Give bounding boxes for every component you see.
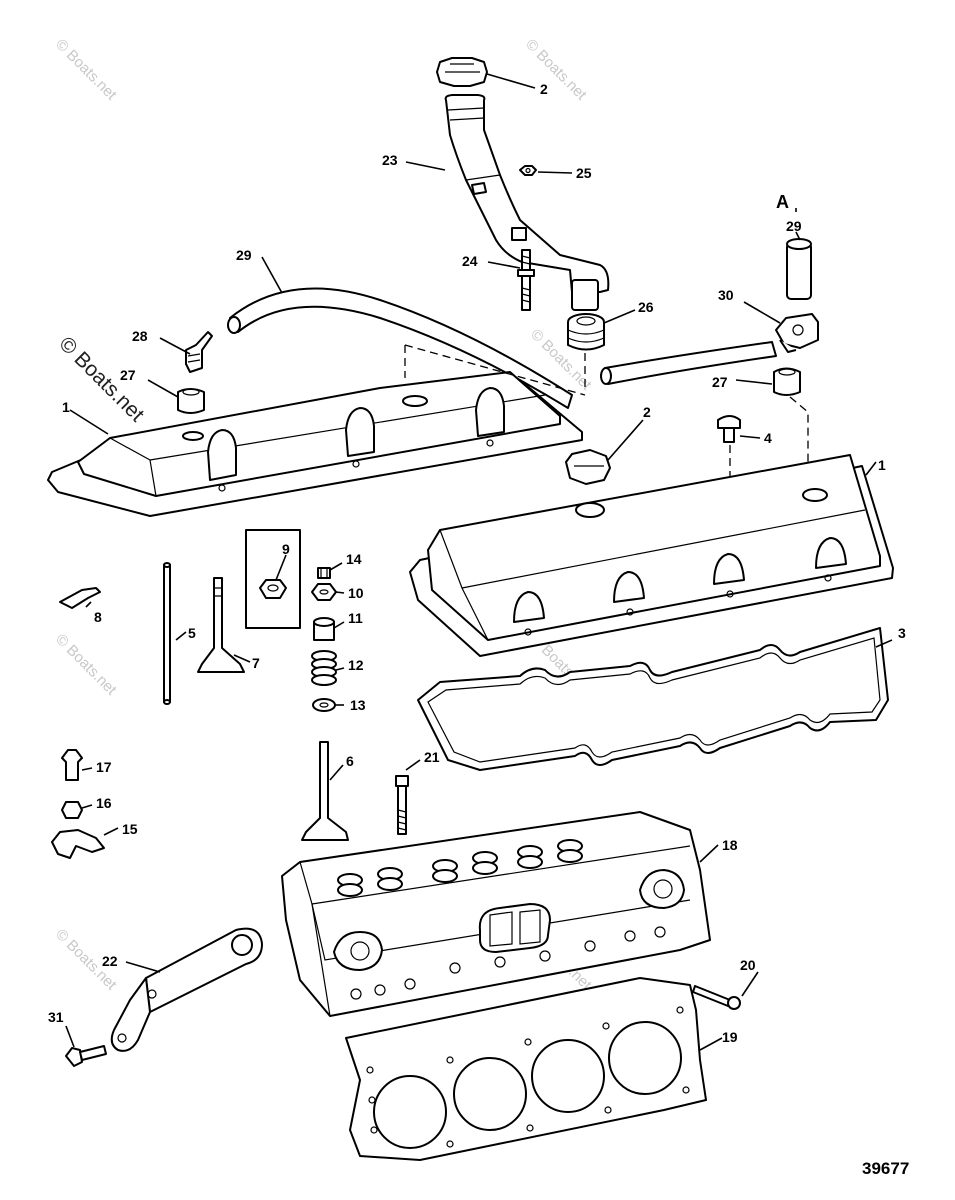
head-gasket xyxy=(345,977,707,1161)
figure-number: 39677 xyxy=(862,1159,909,1178)
valve-lock xyxy=(317,567,331,579)
callout-7: 7 xyxy=(252,655,260,671)
grommet-right xyxy=(773,367,801,396)
intake-valve xyxy=(197,577,245,673)
callout-30: 30 xyxy=(718,287,734,303)
callout-2: 2 xyxy=(643,404,651,420)
pcv-elbow xyxy=(185,331,213,373)
callout-29: 29 xyxy=(786,218,802,234)
rocker-nut-box xyxy=(245,529,301,629)
callout-22: 22 xyxy=(102,953,118,969)
cylinder-head xyxy=(281,811,711,1017)
callout-17: 17 xyxy=(96,759,112,775)
callout-14: 14 xyxy=(346,551,362,567)
cover-bolt xyxy=(717,415,741,443)
callout-15: 15 xyxy=(122,821,138,837)
callout-24: 24 xyxy=(462,253,478,269)
rocker-arm xyxy=(51,829,105,859)
rocker-stud xyxy=(61,749,83,781)
rocker-ball xyxy=(61,801,83,819)
callout-21: 21 xyxy=(424,749,440,765)
valve-seal xyxy=(313,617,335,641)
watermark: © Boats.net xyxy=(52,631,120,699)
callout-25: 25 xyxy=(576,165,592,181)
callout-13: 13 xyxy=(350,697,366,713)
valve-cover-gasket xyxy=(417,627,889,771)
callout-6: 6 xyxy=(346,753,354,769)
head-bolt xyxy=(395,775,409,835)
stud xyxy=(517,249,535,311)
oil-filler-cap-top xyxy=(436,57,488,87)
callout-8: 8 xyxy=(94,609,102,625)
callout-18: 18 xyxy=(722,837,738,853)
callout-9: 9 xyxy=(282,541,290,557)
bracket-bolt xyxy=(65,1045,107,1067)
valve-cover-right xyxy=(409,454,894,657)
callouts: 2 23 25 24 26 29 28 27 1 A 29 30 27 2 4 … xyxy=(48,81,909,1178)
callout-28: 28 xyxy=(132,328,148,344)
callout-23: 23 xyxy=(382,152,398,168)
callout-16: 16 xyxy=(96,795,112,811)
valve-cap xyxy=(311,583,337,601)
callout-1: 1 xyxy=(878,457,886,473)
spring-washer xyxy=(312,698,336,712)
callout-26: 26 xyxy=(638,299,654,315)
callout-29: 29 xyxy=(236,247,252,263)
watermark: © Boats.net xyxy=(52,36,120,104)
watermark: © Boats.net xyxy=(522,36,590,104)
detail-a-tube xyxy=(786,238,812,300)
callout-19: 19 xyxy=(722,1029,738,1045)
callout-3: 3 xyxy=(898,625,906,641)
callout-12: 12 xyxy=(348,657,364,673)
detail-a-valve xyxy=(775,313,819,353)
callout-10: 10 xyxy=(348,585,364,601)
oil-filler-cap-right xyxy=(565,449,611,485)
callout-20: 20 xyxy=(740,957,756,973)
hose-left xyxy=(227,287,573,409)
callout-5: 5 xyxy=(188,625,196,641)
callout-2: 2 xyxy=(540,81,548,97)
hose-right xyxy=(600,341,777,385)
grommet xyxy=(567,313,605,351)
callout-1: 1 xyxy=(62,399,70,415)
head-bolt-short xyxy=(692,985,741,1010)
rocker-clip xyxy=(59,587,101,609)
grommet-left xyxy=(177,388,205,414)
leader-lines xyxy=(65,73,893,1051)
leader-dashed xyxy=(404,344,586,396)
push-rod xyxy=(163,562,171,705)
oil-fill-tube xyxy=(444,94,610,311)
lifting-bracket xyxy=(110,927,263,1052)
callout-31: 31 xyxy=(48,1009,64,1025)
valve-cover-left xyxy=(47,371,583,517)
callout-27: 27 xyxy=(120,367,136,383)
nut xyxy=(519,165,537,176)
detail-label: A xyxy=(776,192,789,212)
callout-11: 11 xyxy=(348,610,363,626)
valve-spring xyxy=(311,650,337,686)
callout-27: 27 xyxy=(712,374,728,390)
callout-4: 4 xyxy=(764,430,772,446)
exhaust-valve xyxy=(301,741,349,841)
